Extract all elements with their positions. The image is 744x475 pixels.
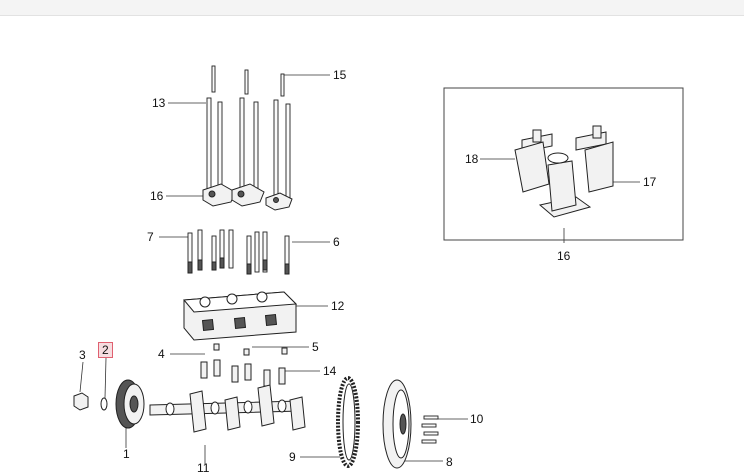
head-bolts <box>187 229 290 275</box>
flywheel-bolts <box>421 415 439 444</box>
callout-9[interactable]: 9 <box>289 450 296 464</box>
callout-4[interactable]: 4 <box>158 347 165 361</box>
crankshaft <box>149 384 306 433</box>
callout-11[interactable]: 11 <box>197 461 210 475</box>
valve-lifters <box>200 343 288 387</box>
callout-14[interactable]: 14 <box>323 364 337 378</box>
flywheel <box>382 379 412 469</box>
callout-2-highlighted[interactable]: 2 <box>98 342 113 358</box>
top-toolbar-strip <box>0 0 744 16</box>
nut-and-washer <box>73 392 108 411</box>
rocker-assembly-detail <box>443 87 684 241</box>
ring-gear <box>336 376 360 468</box>
crankshaft-pulley <box>115 379 145 429</box>
callout-10[interactable]: 10 <box>470 412 484 426</box>
push-rods <box>206 65 291 201</box>
callout-18[interactable]: 18 <box>465 152 479 166</box>
leader-lines <box>79 74 640 464</box>
callout-13[interactable]: 13 <box>152 96 166 110</box>
callout-12[interactable]: 12 <box>331 299 345 313</box>
callout-15[interactable]: 15 <box>333 68 347 82</box>
cylinder-head <box>182 291 298 341</box>
rocker-arms <box>202 183 293 211</box>
callout-1[interactable]: 1 <box>123 447 130 461</box>
callout-8[interactable]: 8 <box>446 455 453 469</box>
callout-5[interactable]: 5 <box>312 340 319 354</box>
callout-16-detail-box[interactable]: 16 <box>557 249 571 263</box>
callout-17[interactable]: 17 <box>643 175 657 189</box>
callout-7[interactable]: 7 <box>147 230 154 244</box>
callout-6[interactable]: 6 <box>333 235 340 249</box>
callout-3[interactable]: 3 <box>79 348 86 362</box>
callout-16-rocker-arm[interactable]: 16 <box>150 189 164 203</box>
